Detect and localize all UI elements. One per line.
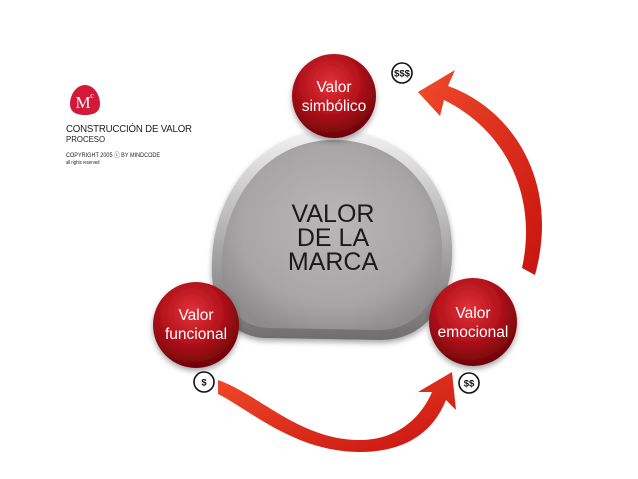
node-functional-value	[153, 282, 239, 368]
brand-subtitle: PROCESO	[66, 134, 106, 144]
brand-copyright: COPYRIGHT 2005 ⓒ BY MINDCODE	[66, 152, 161, 159]
badge-functional: $	[193, 371, 215, 393]
arrow-bottom-cycle	[218, 372, 456, 452]
badge-functional-text: $	[201, 378, 207, 389]
badge-emotional-text: $$	[464, 379, 475, 390]
center-label-line-3: MARCA	[288, 248, 379, 276]
badge-emotional: $$	[458, 372, 480, 394]
node-symbolic-line-2: simbólico	[302, 98, 367, 115]
brand-rights: all rights reserved	[66, 160, 100, 166]
badge-symbolic: $$$	[391, 62, 413, 84]
node-functional-line-1: Valor	[178, 307, 213, 324]
node-emotional-line-1: Valor	[455, 305, 490, 322]
node-functional-line-2: funcional	[165, 326, 227, 343]
svg-text:c: c	[90, 91, 94, 100]
center-triangle	[211, 129, 453, 340]
center-label-line-2: DE LA	[297, 224, 370, 252]
mindcode-logo-icon: M c	[70, 85, 100, 115]
brand-block: M c CONSTRUCCIÓN DE VALOR PROCESO COPYRI…	[66, 83, 203, 166]
node-emotional-line-2: emocional	[438, 324, 509, 341]
arrow-right-cycle	[418, 70, 542, 275]
node-symbolic-value	[292, 54, 376, 138]
brand-title: CONSTRUCCIÓN DE VALOR	[66, 123, 192, 135]
node-emotional-value	[429, 278, 517, 366]
node-symbolic-line-1: Valor	[316, 79, 351, 96]
svg-text:M: M	[75, 93, 90, 112]
center-label-line-1: VALOR	[292, 200, 375, 228]
badge-symbolic-text: $$$	[394, 69, 411, 80]
